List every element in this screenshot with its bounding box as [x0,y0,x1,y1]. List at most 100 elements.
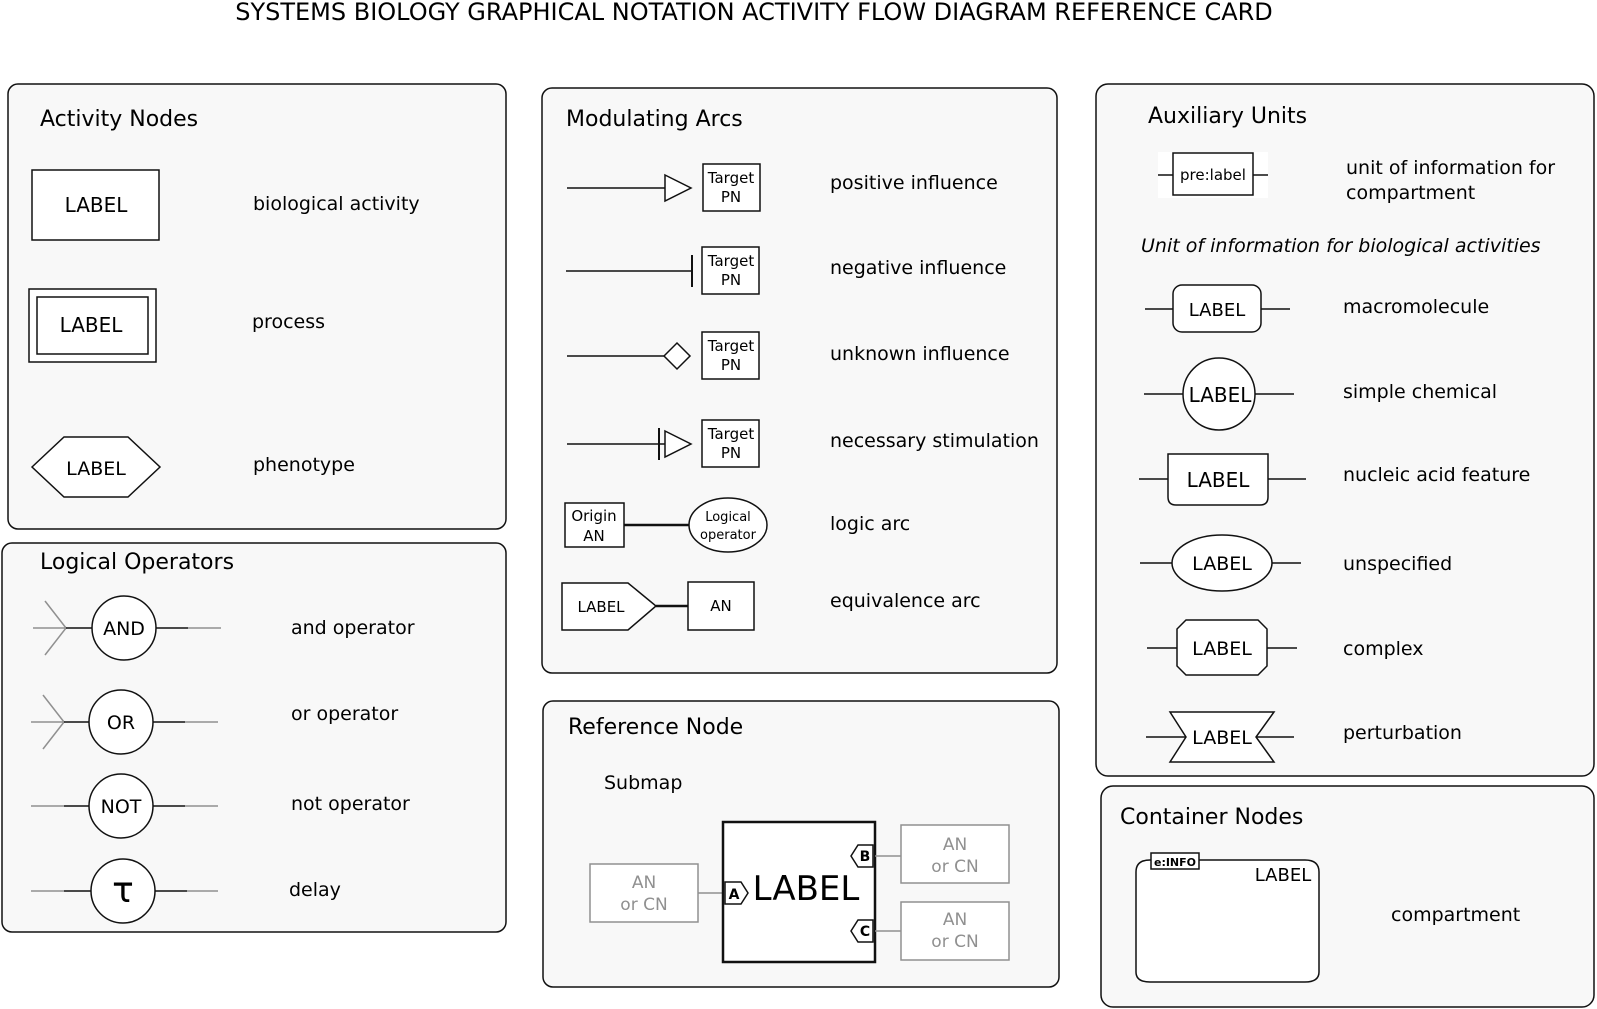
auxiliary-units-panel: Auxiliary Units pre:label unit of inform… [1095,83,1595,777]
simple-chemical-label: simple chemical [1343,381,1497,403]
target-text: Target [707,252,755,270]
unspecified-glyph: LABEL [1140,534,1301,592]
activity-nodes-heading: Activity Nodes [40,107,198,132]
an-text: or CN [931,932,978,952]
compartment-label: compartment [1391,904,1520,926]
macromolecule-glyph-label: LABEL [1189,300,1246,321]
equivalence-arc-label: equivalence arc [830,590,981,612]
negative-influence-glyph: Target PN [566,246,760,295]
modulating-arcs-panel: Modulating Arcs Target PN positive influ… [541,87,1058,674]
delay-operator-symbol: τ [112,870,134,911]
or-operator-label: or operator [291,703,398,725]
logical-operator-text: Logical [705,510,751,525]
macromolecule-label: macromolecule [1343,296,1489,318]
macromolecule-glyph: LABEL [1145,284,1290,333]
logic-arc-label: logic arc [830,513,910,535]
complex-glyph: LABEL [1147,619,1297,676]
necessary-stimulation-label: necessary stimulation [830,430,1039,452]
phenotype-label: phenotype [253,454,355,476]
activity-nodes-panel: Activity Nodes LABEL biological activity… [7,83,507,530]
submap-box-label: LABEL [753,869,860,909]
and-operator-glyph: AND [33,595,221,661]
negative-influence-label: negative influence [830,257,1006,279]
perturbation-glyph-label: LABEL [1192,727,1252,749]
reference-node-panel: Reference Node Submap AN or CN LABEL A B… [542,700,1060,988]
compartment-info-glyph: pre:label [1158,152,1268,198]
target-text: PN [721,356,741,374]
an-text: or CN [620,895,667,915]
compartment-info-label-line2: compartment [1346,182,1475,204]
unit-info-subheading: Unit of information for biological activ… [1141,235,1541,257]
target-text: Target [707,169,755,187]
nucleic-acid-glyph-label: LABEL [1187,468,1251,492]
and-operator-label: and operator [291,617,415,639]
compartment-glyph-label: LABEL [1255,865,1312,886]
an-text: AN [943,910,967,930]
not-operator-glyph: NOT [31,773,218,839]
target-text: Target [707,337,755,355]
info-tag-text: e:INFO [1154,856,1196,869]
process-glyph: LABEL [28,288,157,363]
unspecified-label: unspecified [1343,553,1452,575]
port-b-text: B [860,849,871,865]
logic-arc-glyph: Origin AN Logical operator [564,497,768,553]
phenotype-glyph-label: LABEL [66,458,126,480]
not-operator-symbol: NOT [101,796,142,818]
target-text: PN [721,188,741,206]
and-operator-symbol: AND [103,618,145,640]
port-a-text: A [729,887,740,903]
submap-box [721,820,877,964]
unspecified-glyph-label: LABEL [1192,553,1252,575]
target-text: PN [721,444,741,462]
complex-label: complex [1343,638,1424,660]
positive-influence-label: positive influence [830,172,998,194]
port-c-tag [850,919,874,943]
biological-activity-glyph-label: LABEL [65,193,129,217]
pre-label-text: pre:label [1180,166,1246,184]
equivalence-label-text: LABEL [577,598,625,616]
an-text: AN [943,835,967,855]
logical-operators-panel: Logical Operators AND and operator OR or… [1,542,507,933]
compartment-info-label-line1: unit of information for [1346,157,1555,179]
unknown-influence-label: unknown influence [830,343,1010,365]
necessary-stimulation-glyph: Target PN [567,419,760,468]
an-text: or CN [931,857,978,877]
phenotype-glyph: LABEL [30,436,162,498]
equivalence-arc-glyph: LABEL AN [561,581,755,631]
or-operator-symbol: OR [107,712,135,734]
positive-influence-glyph: Target PN [567,163,761,212]
nucleic-acid-feature-label: nucleic acid feature [1343,464,1530,486]
target-text: Target [707,425,755,443]
auxiliary-units-heading: Auxiliary Units [1148,104,1307,129]
container-nodes-panel: Container Nodes e:INFO LABEL compartment [1100,785,1595,1008]
logical-operators-heading: Logical Operators [40,550,234,575]
an-text: AN [632,873,656,893]
simple-chemical-glyph: LABEL [1144,357,1294,431]
compartment-glyph: e:INFO LABEL [1135,852,1320,983]
not-operator-label: not operator [291,793,410,815]
port-a-tag [724,881,749,905]
submap-label: Submap [604,772,682,794]
port-b-tag [850,844,874,868]
or-operator-glyph: OR [31,689,218,755]
modulating-arcs-heading: Modulating Arcs [566,107,743,132]
equivalence-an-text: AN [710,597,731,615]
perturbation-label: perturbation [1343,722,1462,744]
simple-chemical-glyph-label: LABEL [1189,383,1253,407]
biological-activity-glyph: LABEL [31,169,160,241]
container-nodes-heading: Container Nodes [1120,805,1303,830]
unknown-influence-glyph: Target PN [567,331,760,380]
reference-node-heading: Reference Node [568,715,743,740]
logical-operator-text: operator [700,528,757,543]
complex-glyph-label: LABEL [1192,638,1252,660]
target-text: PN [721,271,741,289]
process-label: process [252,311,325,333]
page-title: SYSTEMS BIOLOGY GRAPHICAL NOTATION ACTIV… [235,0,1273,26]
port-c-text: C [860,924,870,940]
process-glyph-label: LABEL [60,313,124,337]
biological-activity-label: biological activity [253,193,420,215]
origin-text: AN [583,527,604,545]
nucleic-acid-feature-glyph: LABEL [1139,453,1306,506]
delay-operator-label: delay [289,879,341,901]
